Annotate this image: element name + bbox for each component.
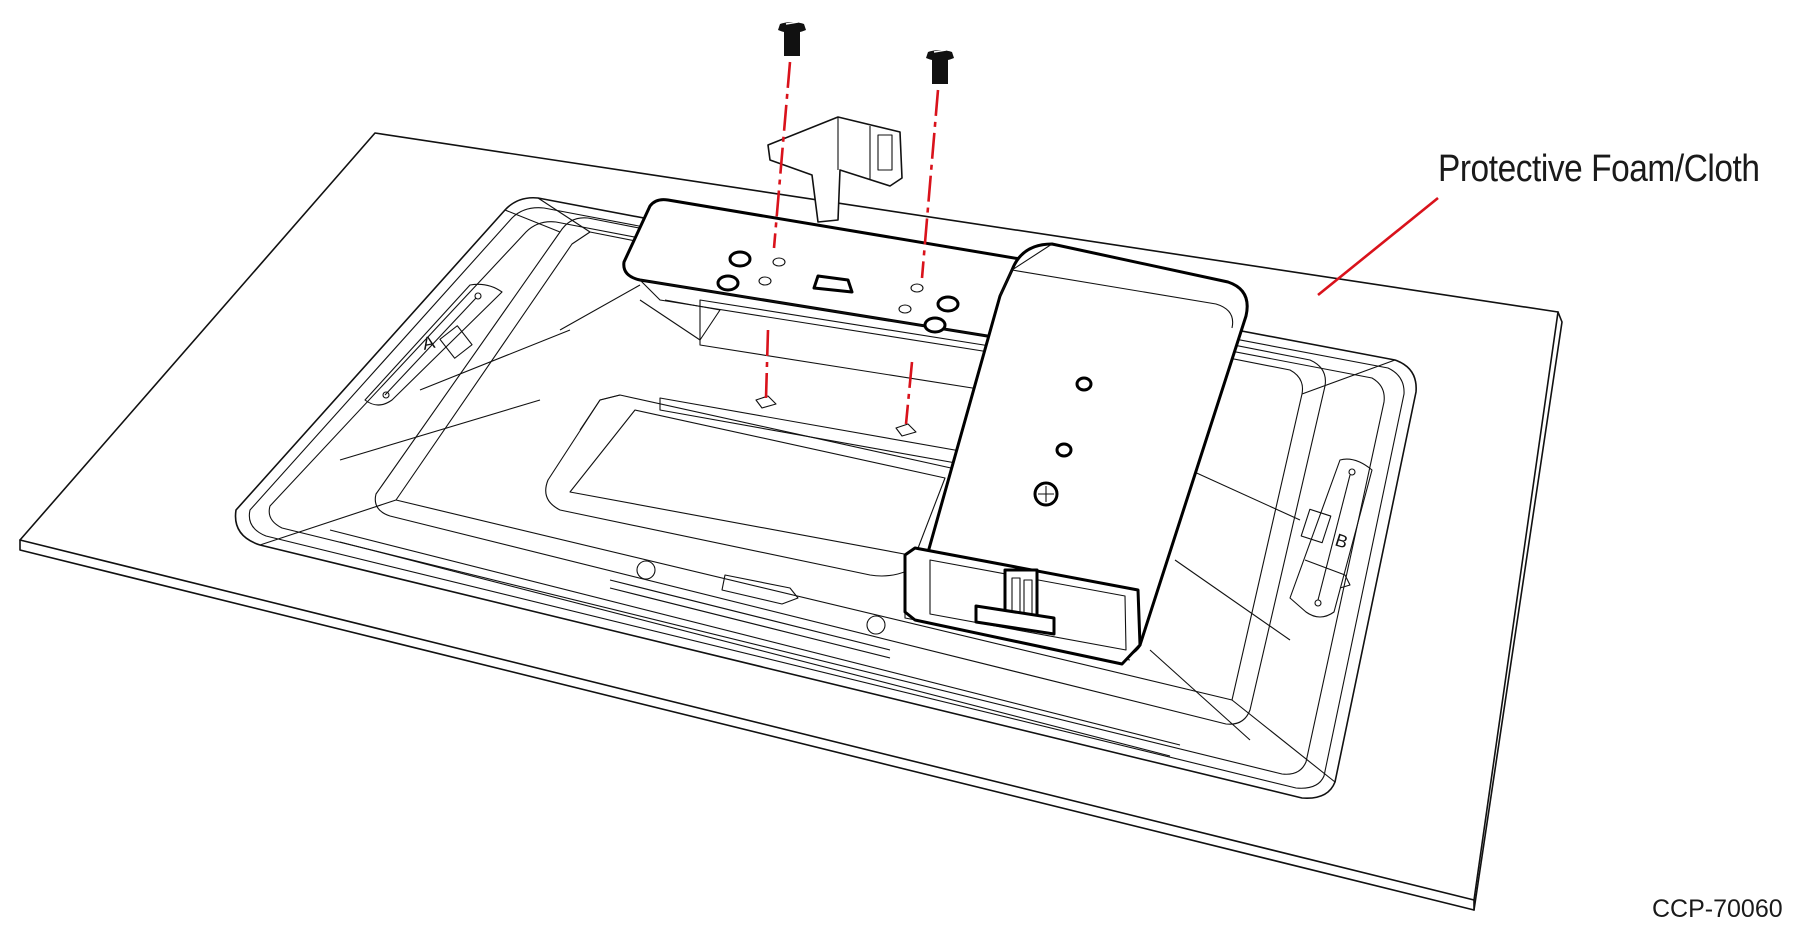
insertion-line-left-upper (772, 61, 792, 249)
callout-leader-line (1317, 196, 1439, 297)
insertion-line-right-upper (920, 89, 940, 279)
stand-plate (903, 242, 1249, 666)
bracket-slot-b: B (1289, 458, 1373, 618)
bracket-slot-a: A (364, 283, 503, 406)
insertion-line-right-lower (904, 361, 914, 425)
upright-bracket (767, 116, 903, 223)
screw-left (778, 21, 806, 56)
insertion-line-left-lower (764, 329, 770, 399)
drawing-id: CCP-70060 (1652, 895, 1783, 923)
bracket-letter-a: A (421, 332, 437, 354)
bracket-letter-b: B (1333, 530, 1351, 553)
callout-label: Protective Foam/Cloth (1438, 148, 1760, 190)
screw-right (926, 49, 954, 84)
